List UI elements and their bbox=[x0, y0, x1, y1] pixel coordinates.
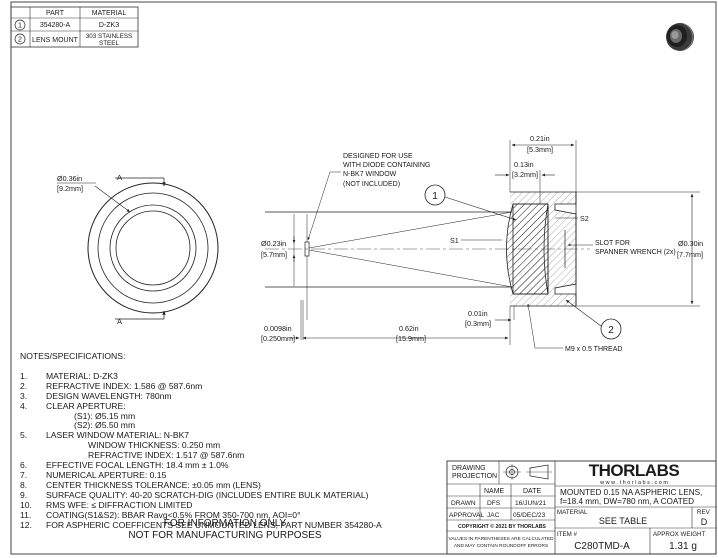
dim-021-mm: [5.3mm] bbox=[527, 145, 553, 154]
note-item: 5.LASER WINDOW MATERIAL: N-BK7 bbox=[20, 430, 190, 441]
weight-value: 1.31 g bbox=[669, 541, 697, 552]
section-label-top: A bbox=[117, 173, 122, 182]
s2-label: S2 bbox=[580, 214, 589, 223]
material-label: MATERIAL bbox=[557, 509, 588, 516]
clear-aperture-s2: (S2): Ø5.50 mm bbox=[74, 420, 136, 431]
values-note-l1: VALUES IN PARENTHESES ARE CALCULATED bbox=[448, 536, 554, 542]
col-date: DATE bbox=[523, 488, 541, 495]
diode-note-l3: N-BK7 WINDOW bbox=[343, 171, 397, 178]
note-item: 8.CENTER THICKNESS TOLERANCE: ±0.05 mm (… bbox=[20, 479, 261, 490]
note-item: 2.REFRACTIVE INDEX: 1.586 @ 587.6nm bbox=[20, 380, 203, 391]
note-item: 6.EFFECTIVE FOCAL LENGTH: 18.4 mm ± 1.0% bbox=[20, 460, 229, 471]
dim-013-in: 0.13in bbox=[514, 160, 534, 169]
drawn-name: DFS bbox=[487, 500, 501, 507]
product-render bbox=[666, 23, 694, 51]
dim-00098-mm: [0.250mm] bbox=[261, 334, 295, 343]
dim-021-in: 0.21in bbox=[530, 134, 550, 143]
s1-label: S1 bbox=[450, 236, 459, 245]
section-label-bottom: A bbox=[117, 317, 122, 326]
slot-note-l1: SLOT FOR bbox=[595, 240, 630, 247]
approval-name: JAC bbox=[487, 512, 500, 519]
parts-row1-material: D-ZK3 bbox=[99, 22, 119, 29]
dim-062-mm: [15.9mm] bbox=[396, 334, 426, 343]
drawing-projection-l1: DRAWING bbox=[452, 465, 486, 472]
thorlabs-website: w w w . t h o r l a b s . c o m bbox=[599, 480, 668, 486]
dim-001-mm: [0.3mm] bbox=[465, 319, 491, 328]
disclaimer-line1: FOR INFORMATION ONLY bbox=[163, 518, 287, 529]
description-l1: MOUNTED 0.15 NA ASPHERIC LENS, bbox=[560, 488, 702, 497]
parts-table: PART MATERIAL 1 354280-A D-ZK3 2 LENS MO… bbox=[10, 6, 139, 48]
projection-symbol-icon bbox=[503, 464, 552, 480]
dim-030-in: Ø0.30in bbox=[678, 239, 703, 248]
clear-aperture-s1: (S1): Ø5.15 mm bbox=[74, 410, 136, 421]
balloon-2-number: 2 bbox=[608, 325, 614, 336]
col-name: NAME bbox=[484, 488, 505, 495]
rev-label: REV bbox=[697, 509, 711, 516]
description-l2: f=18.4 mm, DW=780 nm, A COATED bbox=[560, 497, 694, 506]
note-item: 7.NUMERICAL APERTURE: 0.15 bbox=[20, 469, 167, 480]
notes-header: NOTES/SPECIFICATIONS: bbox=[20, 351, 126, 361]
side-view: 0.21in [5.3mm] 0.13in [3.2mm] Ø0.23in [5… bbox=[261, 134, 703, 353]
diode-note-l4: (NOT INCLUDED) bbox=[343, 181, 400, 188]
drawing-projection-l2: PROJECTION bbox=[452, 473, 497, 480]
parts-row1-part: 354280-A bbox=[40, 22, 71, 29]
notes-specifications: NOTES/SPECIFICATIONS: 1.MATERIAL: D-ZK3 … bbox=[20, 351, 440, 530]
sheet-border bbox=[10, 1, 717, 555]
thorlabs-logo: THORLABS bbox=[589, 461, 680, 480]
note-item: 4.CLEAR APERTURE: bbox=[20, 400, 126, 411]
approval-date: 05/DEC/23 bbox=[513, 512, 546, 519]
parts-row2-material-l2: STEEL bbox=[99, 40, 119, 47]
drawn-label: DRAWN bbox=[451, 500, 476, 507]
weight-label: APPROX WEIGHT bbox=[653, 531, 705, 538]
approval-label: APPROVAL bbox=[449, 512, 484, 519]
note-item: 9.SURFACE QUALITY: 40-20 SCRATCH-DIG (IN… bbox=[20, 489, 369, 500]
note-item: 10.RMS WFE: ≤ DIFFRACTION LIMITED bbox=[20, 499, 193, 510]
parts-row2-item: 2 bbox=[18, 37, 22, 44]
parts-header-part: PART bbox=[46, 10, 65, 17]
dim-013-mm: [3.2mm] bbox=[512, 170, 538, 179]
note-item: 1.MATERIAL: D-ZK3 bbox=[20, 370, 118, 381]
parts-row2-part: LENS MOUNT bbox=[32, 37, 79, 44]
dim-023-mm: [5.7mm] bbox=[261, 250, 287, 259]
dim-023-in: Ø0.23in bbox=[261, 239, 286, 248]
dim-062-in: 0.62in bbox=[399, 324, 419, 333]
slot-note-l2: SPANNER WRENCH (2x) bbox=[595, 249, 676, 256]
dim-00098-in: 0.0098in bbox=[264, 324, 292, 333]
thread-note: M9 x 0.5 THREAD bbox=[565, 346, 622, 353]
disclaimer-line2: NOT FOR MANUFACTURING PURPOSES bbox=[128, 529, 322, 541]
diode-note-l2: WITH DIODE CONTAINING bbox=[343, 162, 430, 169]
parts-row1-item: 1 bbox=[18, 23, 22, 30]
window-index: REFRACTIVE INDEX: 1.517 @ 587.6nm bbox=[88, 450, 245, 461]
title-block: DRAWING PROJECTION NAME DATE DRAWN DFS 1… bbox=[446, 460, 717, 555]
disclaimer: FOR INFORMATION ONLY NOT FOR MANUFACTURI… bbox=[110, 518, 340, 541]
item-label: ITEM # bbox=[557, 531, 577, 538]
rev-value: D bbox=[701, 517, 708, 527]
values-note-l2: AND MAY CONTAIN ROUNDOFF ERRORS bbox=[454, 543, 548, 549]
window-thickness: WINDOW THICKNESS: 0.250 mm bbox=[88, 440, 221, 451]
balloon-1 bbox=[424, 184, 446, 206]
note-item: 3.DESIGN WAVELENGTH: 780nm bbox=[20, 390, 172, 401]
note-item: 12.FOR ASPHERIC COEFFICENTS SEE UNMOUNTE… bbox=[20, 519, 382, 530]
balloon-2 bbox=[600, 318, 622, 340]
balloon-1-number: 1 bbox=[432, 191, 438, 202]
parts-row2-material-l1: 303 STAINLESS bbox=[86, 33, 132, 40]
material-value: SEE TABLE bbox=[599, 516, 647, 526]
front-dim-in: Ø0.36in bbox=[57, 174, 82, 183]
dim-001-in: 0.01in bbox=[468, 309, 488, 318]
item-value: C280TMD-A bbox=[574, 541, 630, 552]
front-view: Ø0.36in [9.2mm] A A bbox=[57, 173, 219, 326]
diode-note-l1: DESIGNED FOR USE bbox=[343, 153, 413, 160]
parts-header-material: MATERIAL bbox=[92, 10, 127, 17]
dim-030-mm: [7.7mm] bbox=[677, 250, 703, 259]
copyright: COPYRIGHT © 2021 BY THORLABS bbox=[458, 523, 546, 530]
front-dim-mm: [9.2mm] bbox=[57, 184, 83, 193]
drawn-date: 16/JUN/21 bbox=[515, 500, 546, 507]
note-item: 11.COATING(S1&S2): BBAR Ravg<0.5% FROM 3… bbox=[20, 509, 301, 520]
